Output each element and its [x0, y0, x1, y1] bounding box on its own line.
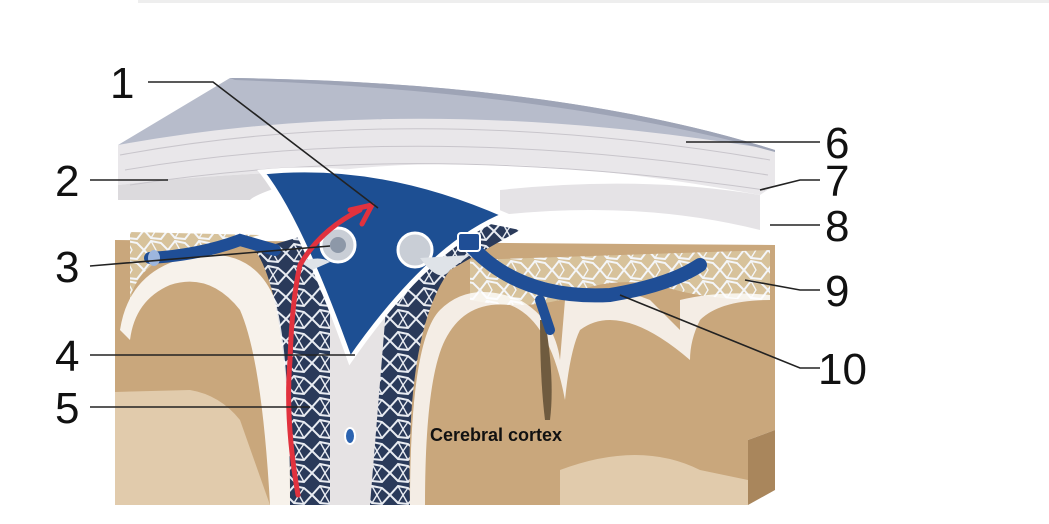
label-3: 3	[55, 243, 79, 292]
top-border	[138, 0, 1049, 3]
leader-lines	[89, 81, 820, 408]
label-7: 7	[825, 157, 849, 206]
label-1: 1	[110, 59, 134, 108]
cerebral-cortex-label: Cerebral cortex	[430, 425, 562, 445]
arrow-icon	[286, 202, 375, 498]
label-10: 10	[818, 345, 867, 394]
number-labels: 1 2 3 4 5 6 7 8 9 10	[55, 59, 867, 433]
arachnoid-granulations	[300, 226, 481, 276]
label-8: 8	[825, 202, 849, 251]
label-2: 2	[55, 157, 79, 206]
label-4: 4	[55, 332, 79, 381]
gyri	[120, 254, 770, 505]
skull-surface	[118, 78, 775, 150]
label-6: 6	[825, 119, 849, 168]
cerebral-veins	[144, 233, 707, 445]
label-5: 5	[55, 384, 79, 433]
label-9: 9	[825, 267, 849, 316]
